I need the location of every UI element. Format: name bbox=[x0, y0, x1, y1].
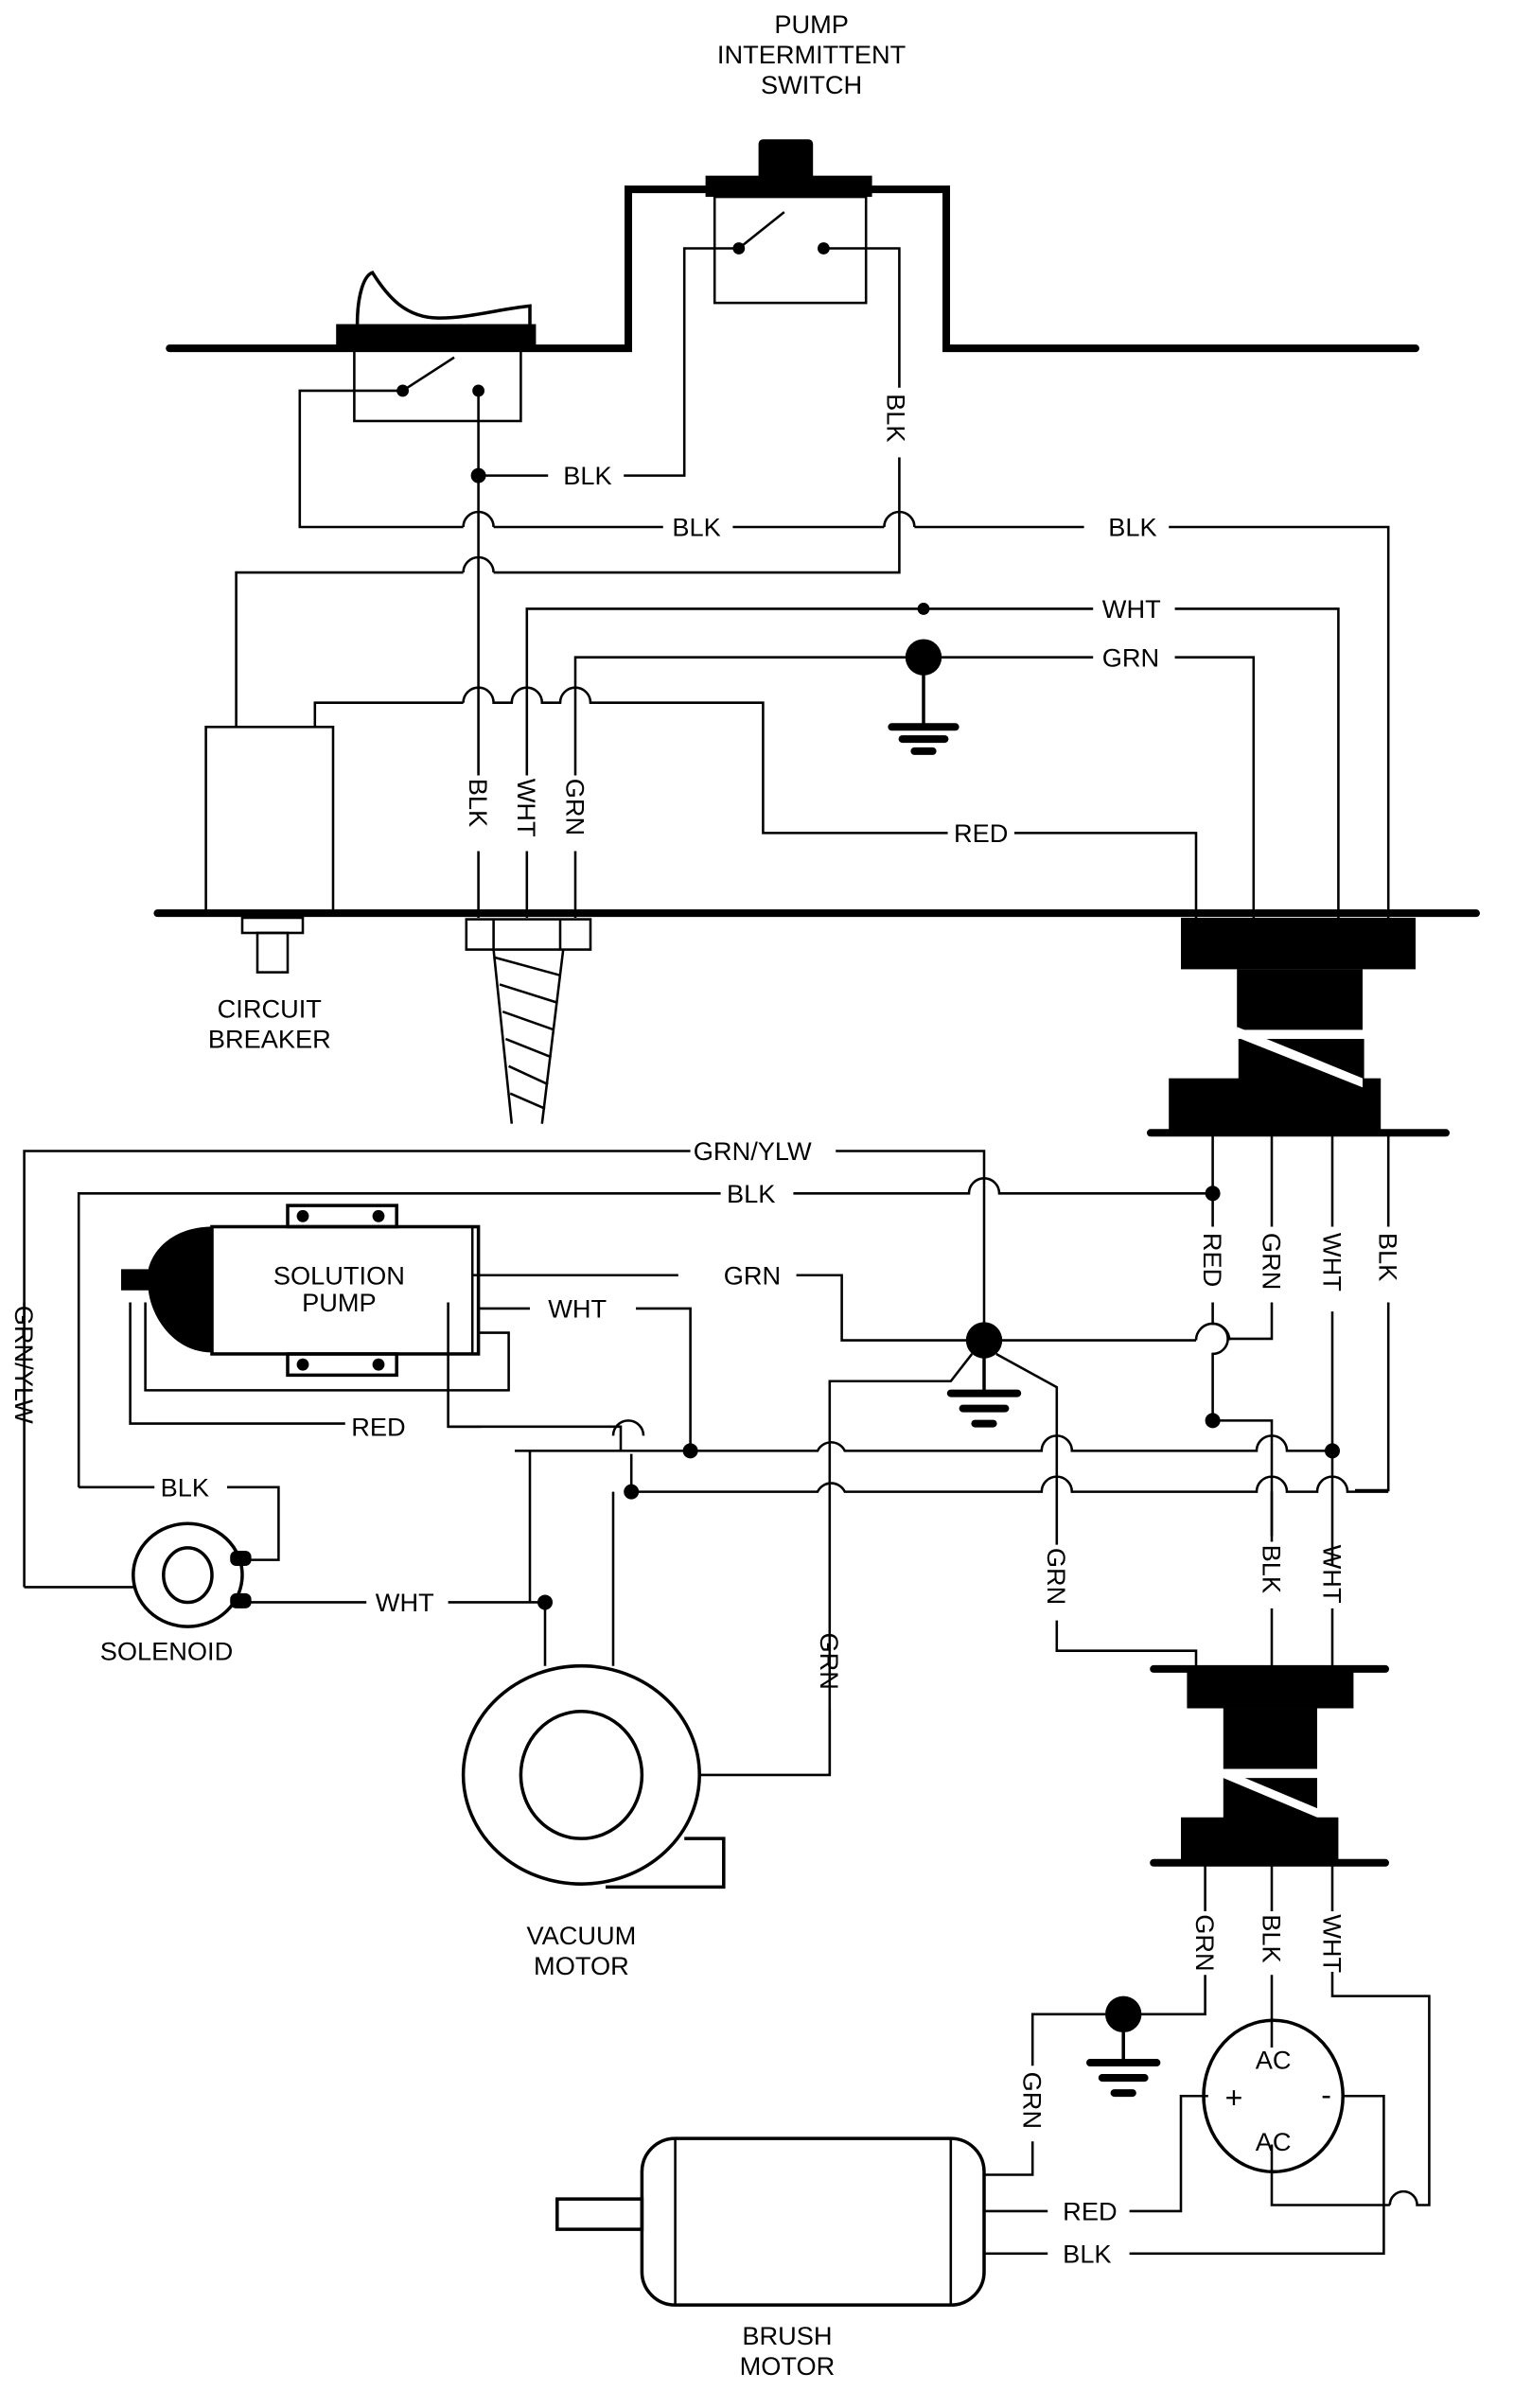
connector-upper bbox=[1147, 917, 1450, 1137]
bridge-rectifier[interactable] bbox=[1202, 2018, 1345, 2174]
pump-switch-label-1: PUMP bbox=[774, 9, 849, 39]
bottom-wiring bbox=[984, 1862, 1431, 2256]
solution-pump-label-2: PUMP bbox=[302, 1288, 377, 1317]
wire-label-pump-red: RED bbox=[351, 1412, 405, 1441]
wire-label-grnylw-top: GRN/YLW bbox=[694, 1136, 812, 1166]
rectifier-ac-bottom: AC bbox=[1256, 2127, 1292, 2156]
wire-label-wht-top: WHT bbox=[1102, 594, 1161, 624]
pump-switch-label-2: INTERMITTENT bbox=[717, 40, 906, 69]
middle-wiring bbox=[23, 1133, 1390, 1777]
wire-label-grnylw-left: GRN/YLW bbox=[9, 1306, 39, 1424]
cord-label-blk: BLK bbox=[464, 779, 493, 827]
cord-label-wht: WHT bbox=[512, 779, 541, 837]
wire-label-vac-grn: GRN bbox=[815, 1632, 844, 1689]
wire-label-conn1-red: RED bbox=[1198, 1233, 1227, 1287]
wire-label-conn1-grn: GRN bbox=[1257, 1233, 1286, 1290]
wire-label-red-top: RED bbox=[954, 818, 1008, 848]
rectifier-plus: + bbox=[1225, 2081, 1243, 2115]
circuit-breaker[interactable] bbox=[204, 726, 335, 974]
circuit-breaker-label-1: CIRCUIT bbox=[218, 994, 322, 1024]
wire-label-blk-lower: BLK bbox=[1257, 1545, 1286, 1593]
wire-label-conn2-grn: GRN bbox=[1190, 1914, 1220, 1971]
solenoid-label: SOLENOID bbox=[100, 1636, 233, 1665]
wire-label-brush-grn: GRN bbox=[1018, 2072, 1047, 2129]
wire-label-brush-blk: BLK bbox=[1063, 2239, 1111, 2268]
rectifier-ac-top: AC bbox=[1256, 2045, 1292, 2074]
wire-label-blk-pump: BLK bbox=[882, 394, 911, 442]
solenoid[interactable] bbox=[132, 1521, 252, 1628]
wire-label-blk-row-b: BLK bbox=[1108, 513, 1156, 542]
wire-label-conn2-wht: WHT bbox=[1317, 1914, 1347, 1973]
wire-label-pump-wht: WHT bbox=[548, 1294, 607, 1324]
brush-motor-label-1: BRUSH bbox=[742, 2321, 832, 2350]
solution-pump[interactable] bbox=[121, 1204, 530, 1425]
wire-label-blk-mid: BLK bbox=[727, 1179, 775, 1208]
brush-motor[interactable] bbox=[555, 2136, 986, 2307]
wire-label-blk-switch: BLK bbox=[563, 461, 611, 490]
solution-pump-label-1: SOLUTION bbox=[273, 1260, 405, 1290]
circuit-breaker-label-2: BREAKER bbox=[208, 1025, 331, 1054]
wire-label-conn1-blk: BLK bbox=[1374, 1233, 1403, 1281]
cord-label-grn: GRN bbox=[560, 779, 590, 835]
wire-label-conn2-blk: BLK bbox=[1257, 1914, 1286, 1962]
connector-lower bbox=[1150, 1664, 1389, 1867]
wire-label-sol-blk: BLK bbox=[161, 1472, 209, 1502]
pump-intermittent-switch[interactable] bbox=[705, 139, 872, 305]
wire-label-blk-row-a: BLK bbox=[672, 513, 720, 542]
main-rocker-switch[interactable] bbox=[336, 271, 537, 423]
brush-motor-label-2: MOTOR bbox=[740, 2351, 836, 2381]
wire-label-brush-red: RED bbox=[1063, 2197, 1117, 2226]
wire-label-conn1-wht: WHT bbox=[1317, 1233, 1347, 1292]
rectifier-minus: - bbox=[1321, 2078, 1331, 2112]
vacuum-motor-label-1: VACUUM bbox=[527, 1921, 637, 1950]
wire-label-pump-grn: GRN bbox=[724, 1260, 781, 1290]
vacuum-motor-label-2: MOTOR bbox=[534, 1951, 629, 1980]
wire-label-grn-top: GRN bbox=[1102, 642, 1159, 672]
pump-switch-label-3: SWITCH bbox=[761, 70, 862, 99]
wire-label-sol-wht: WHT bbox=[376, 1588, 434, 1617]
wire-label-wht-lower: WHT bbox=[1317, 1545, 1347, 1604]
top-wiring bbox=[235, 247, 1390, 918]
power-cord-strain-relief bbox=[465, 918, 592, 1124]
wire-label-grn-mid: GRN bbox=[1042, 1548, 1071, 1605]
vacuum-motor[interactable] bbox=[461, 1663, 726, 1889]
